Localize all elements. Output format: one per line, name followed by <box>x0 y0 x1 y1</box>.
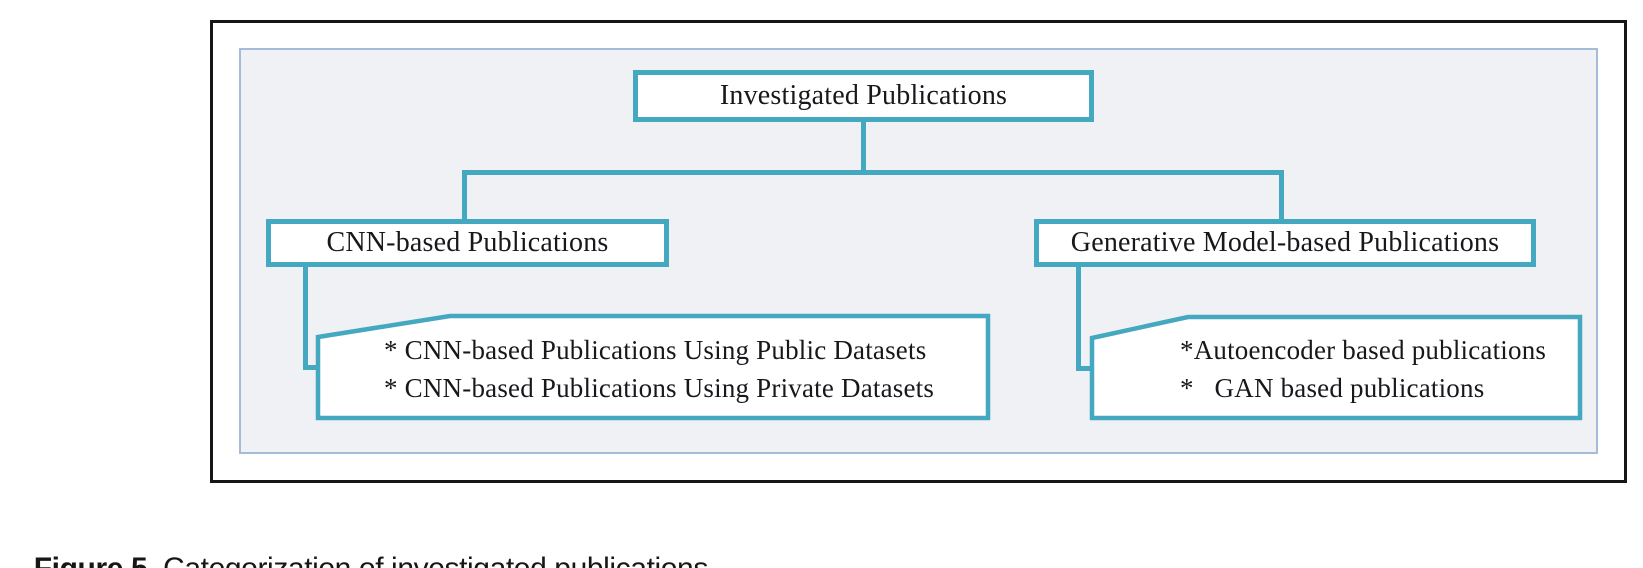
connector-horizontal-main <box>462 170 1284 175</box>
callout-cnn-items: * CNN-based Publications Using Public Da… <box>322 322 984 416</box>
callout-item-public-datasets: * CNN-based Publications Using Public Da… <box>384 334 927 365</box>
callout-shape-cnn <box>315 313 991 421</box>
node-right-label: Generative Model-based Publications <box>1070 227 1500 258</box>
connector-drop-right <box>1279 170 1284 224</box>
figure-caption-text: Categorization of investigated publicati… <box>155 552 716 568</box>
figure-caption-number: Figure 5. <box>34 552 156 568</box>
callout-shape-generative <box>1089 314 1583 421</box>
connector-sub-right-vertical <box>1076 265 1081 371</box>
callout-item-gan: * GAN based publications <box>1180 373 1485 403</box>
callout-item-autoencoder: *Autoencoder based publications <box>1180 334 1547 365</box>
connector-root-stem <box>861 121 866 174</box>
callout-generative-items: *Autoencoder based publications * GAN ba… <box>1096 322 1576 416</box>
figure-caption: Figure 5. Categorization of investigated… <box>2 518 717 568</box>
connector-sub-left-elbow <box>303 365 321 370</box>
connector-drop-left <box>462 170 467 223</box>
connector-sub-right-elbow <box>1076 366 1095 371</box>
connector-sub-left-vertical <box>303 265 308 370</box>
node-generative-model-publications: Generative Model-based Publications <box>1034 219 1536 267</box>
callout-item-private-datasets: * CNN-based Publications Using Private D… <box>384 373 935 403</box>
node-cnn-based-publications: CNN-based Publications <box>266 219 669 267</box>
node-investigated-publications: Investigated Publications <box>633 70 1094 122</box>
node-left-label: CNN-based Publications <box>326 227 609 258</box>
node-root-label: Investigated Publications <box>719 80 1008 111</box>
